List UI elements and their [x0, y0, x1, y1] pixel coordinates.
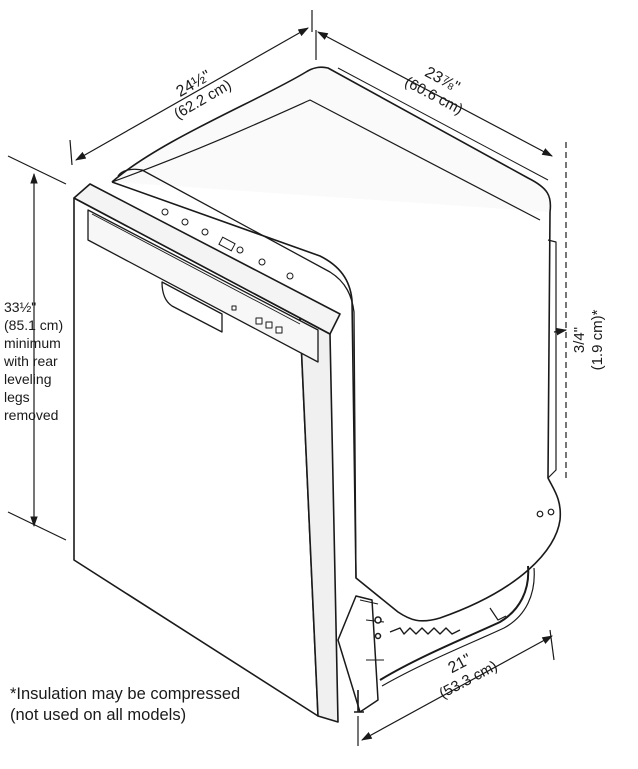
- clearance-metric: (1.9 cm)*: [589, 309, 606, 370]
- label-width: 24½" (62.2 cm): [171, 68, 234, 123]
- depth-top-dimension-line: [317, 31, 553, 157]
- clearance-imperial: 3/4": [571, 327, 588, 353]
- height-note-line: legs: [4, 389, 30, 405]
- spring-icon: [389, 627, 461, 635]
- indicator-icon: [231, 305, 237, 311]
- height-imperial: 33½": [4, 299, 36, 315]
- width-dimension-line: [75, 27, 309, 161]
- door-panel: [73, 183, 341, 723]
- height-metric: (85.1 cm): [4, 317, 63, 333]
- dimension-lines: [7, 10, 568, 746]
- footnote: *Insulation may be compressed (not used …: [10, 684, 240, 726]
- control-button-icon: [275, 326, 283, 334]
- footnote-line-2: (not used on all models): [10, 706, 187, 724]
- control-button-icon: [265, 321, 273, 329]
- label-height: 33½" (85.1 cm) minimum with rear levelin…: [3, 299, 63, 423]
- height-note-line: leveling: [4, 371, 51, 387]
- door-handle-icon: [161, 281, 223, 333]
- footnote-line-1: *Insulation may be compressed: [10, 685, 241, 703]
- door-top-edge: [73, 183, 341, 335]
- label-clearance: 3/4" (1.9 cm)*: [571, 309, 606, 370]
- tub-top-details: [161, 208, 294, 280]
- tub-side: [111, 181, 562, 622]
- height-note-line: with rear: [3, 353, 58, 369]
- depth-bottom-dimension-line: [361, 635, 553, 741]
- control-button-icon: [255, 317, 263, 325]
- height-note-line: minimum: [4, 335, 61, 351]
- height-note-line: removed: [4, 407, 58, 423]
